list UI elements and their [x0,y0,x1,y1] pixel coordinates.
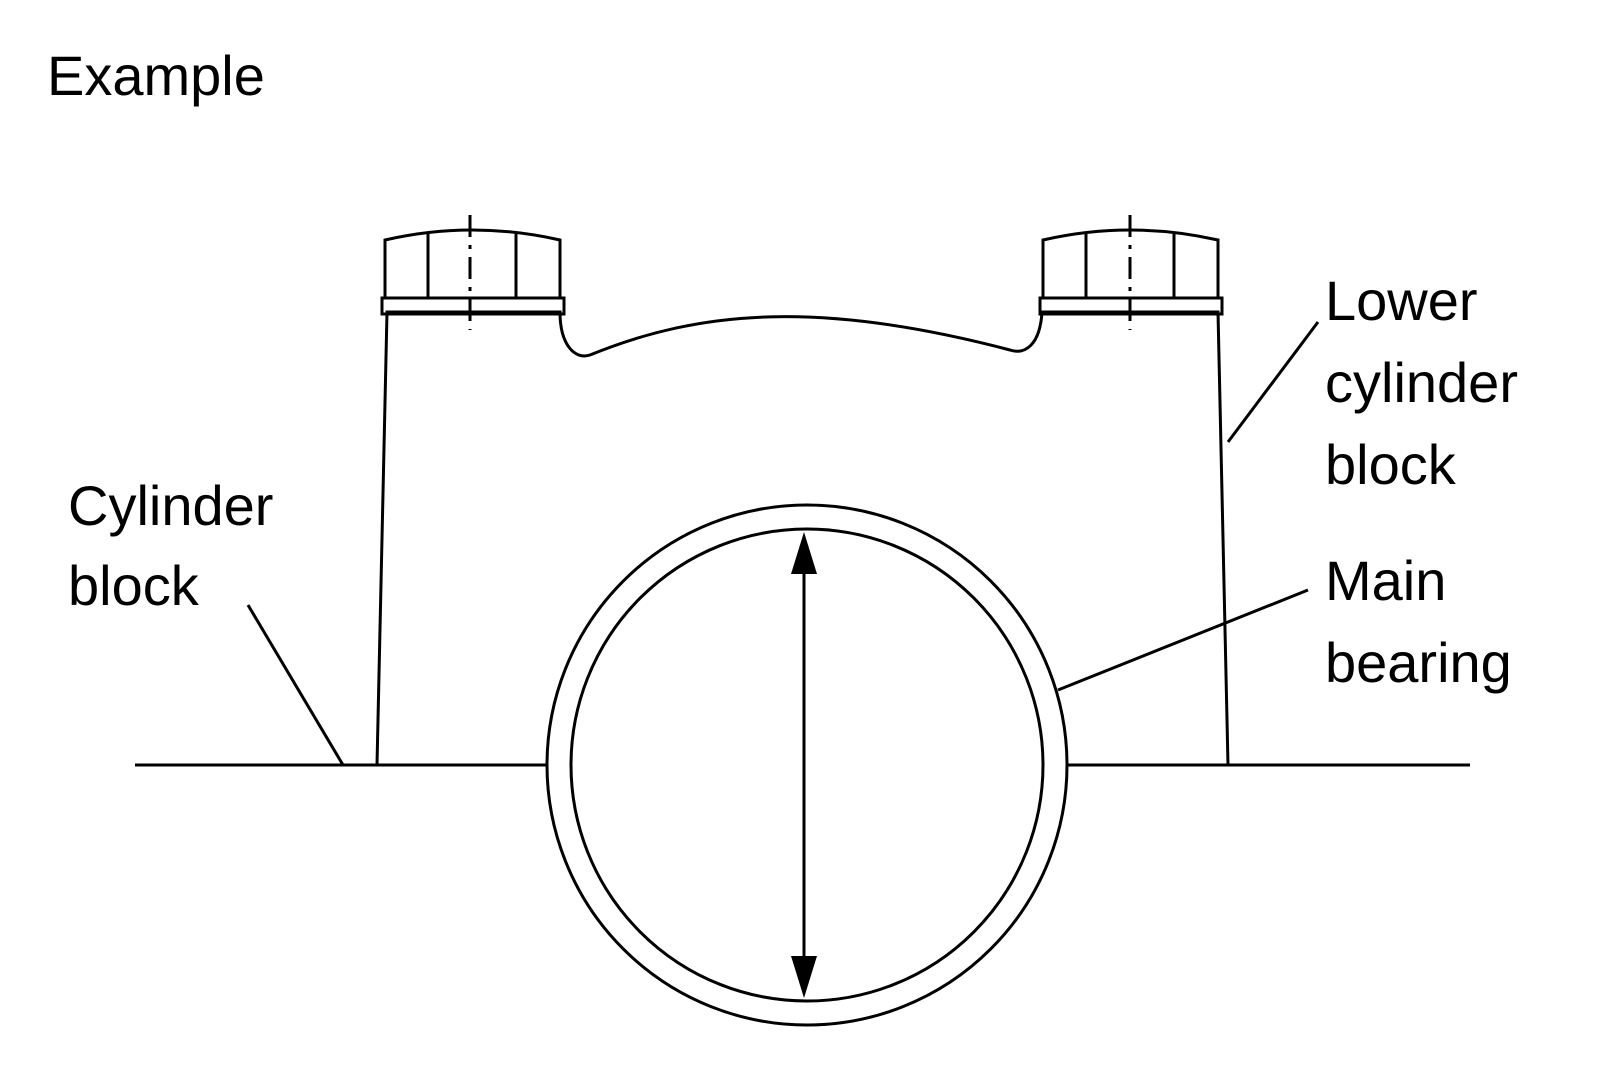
cylinder-block-label-line: block [68,554,200,617]
left-bolt-head [383,228,562,298]
cylinder-block-label-line: Cylinder [68,474,273,537]
lower-cylinder-block-outline [375,310,1230,766]
main-bearing-inner [569,527,1045,1003]
cylinder-block-label: Cylinder block [68,474,273,617]
lower-cylinder-block-label: Lower cylinder block [1325,269,1518,496]
left-bolt-washer [380,296,566,316]
cylinder-block-leader [246,604,345,766]
bore-diameter-arrow [791,532,817,998]
lower-cylinder-block-label-line: block [1325,433,1457,496]
left-bolt [380,215,566,330]
lower-cylinder-block-label-line: Lower [1325,269,1478,332]
lower-cylinder-block-leader [1226,321,1320,443]
arrowhead-top [791,532,817,574]
main-bearing-label-line: bearing [1325,631,1512,694]
lower-cylinder-block-label-line: cylinder [1325,351,1518,414]
main-bearing-label: Main bearing [1325,549,1512,694]
main-bearing-label-line: Main [1325,549,1446,612]
diagram-title: Example [47,44,265,107]
arrowhead-bottom [791,956,817,998]
right-bolt [1038,215,1224,330]
main-bearing-leader [1057,588,1309,692]
